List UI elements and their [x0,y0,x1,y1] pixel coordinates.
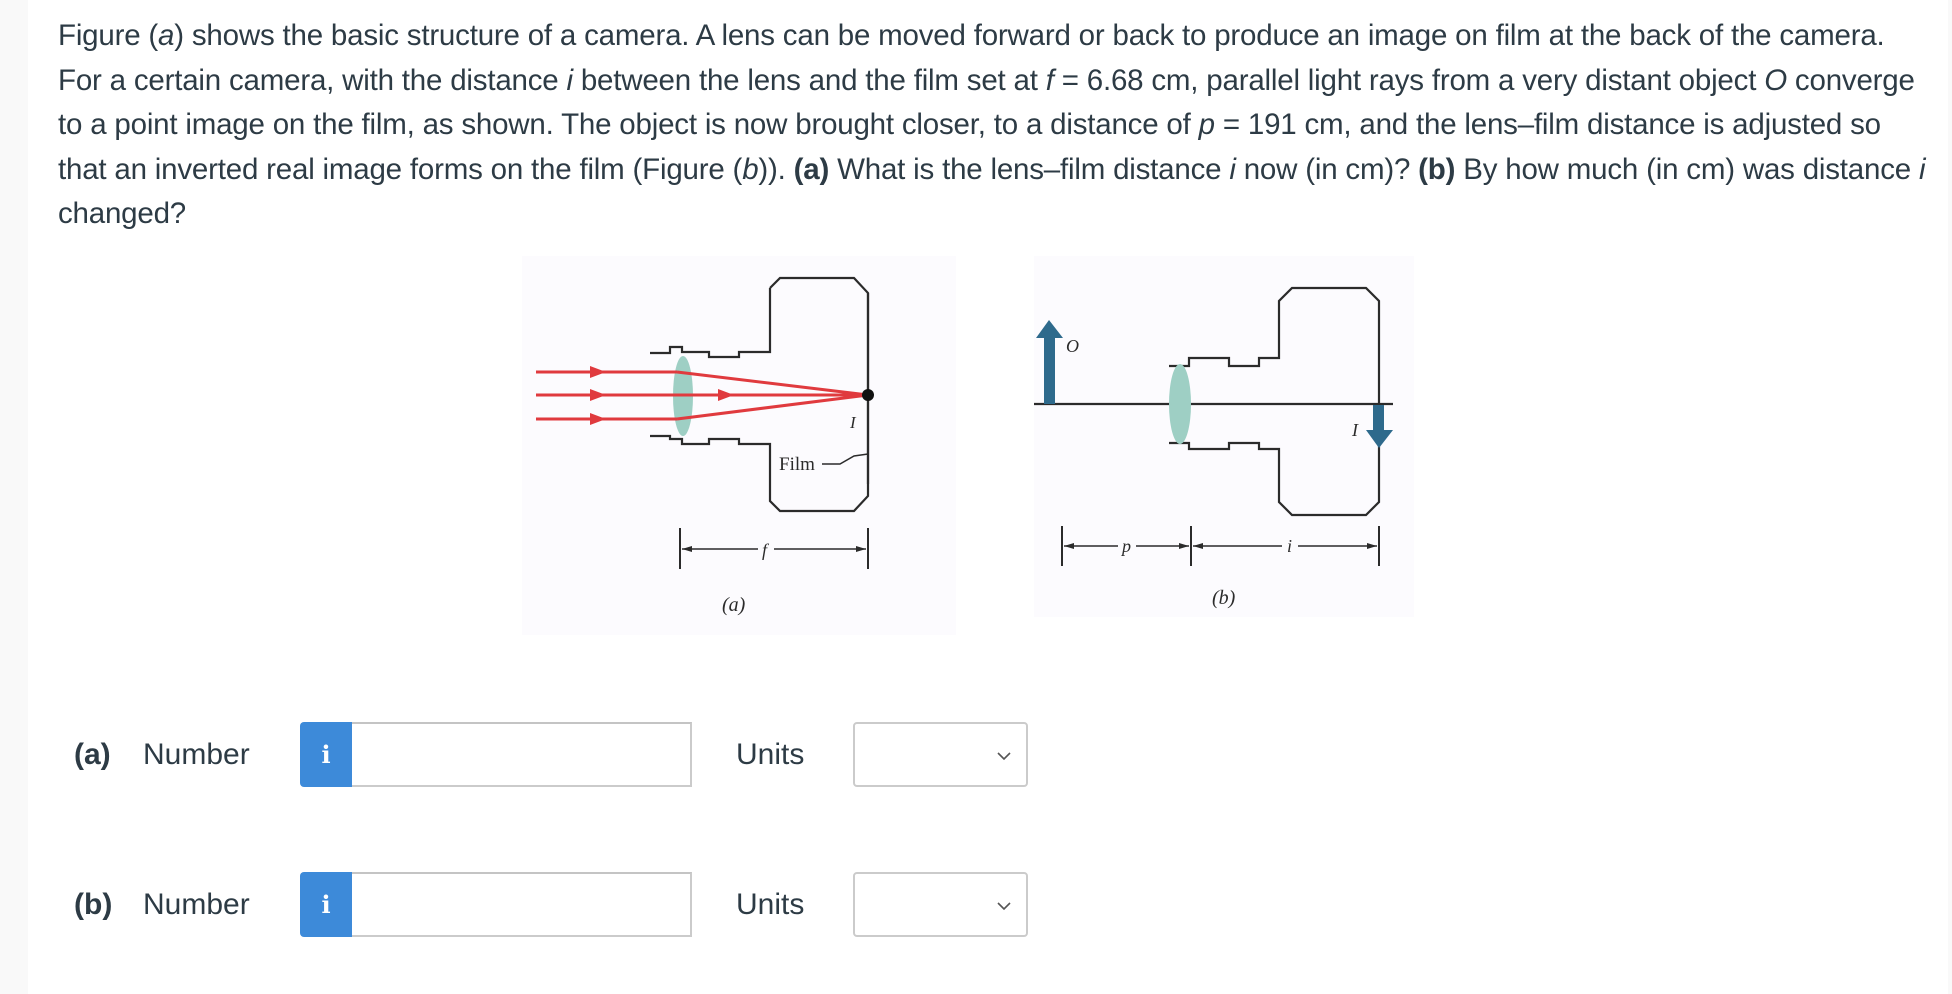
question-segment: (a) [793,152,830,186]
question-segment: i [1918,152,1926,186]
svg-text:O: O [1066,336,1079,356]
svg-text:f: f [762,540,770,560]
lens-icon [1169,364,1191,444]
question-segment: i [1229,152,1236,186]
info-button[interactable]: i [300,872,352,937]
svg-text:I: I [849,413,857,432]
question-segment: Figure ( [58,19,159,52]
question-segment: = 6.68 cm, parallel light rays from a ve… [1053,63,1765,97]
svg-text:p: p [1120,536,1131,556]
chevron-down-icon [997,752,1011,761]
units-label: Units [736,738,805,771]
question-segment: b [742,152,759,186]
figure-a: I Film f (a) [522,256,956,635]
question-segment: now (in cm)? [1235,152,1419,186]
figure-b: O I p i (b) [1034,256,1414,617]
info-button[interactable]: i [300,722,352,787]
units-select-b[interactable] [853,872,1028,937]
info-icon: i [321,740,331,769]
units-label: Units [736,888,805,921]
object-arrow-icon [1044,334,1055,404]
info-icon: i [321,890,331,919]
svg-text:(a): (a) [722,594,746,616]
svg-text:Film: Film [779,454,815,475]
question-segment: p [1198,108,1215,141]
question-segment: What is the lens–film distance [829,152,1230,186]
question-segment: O [1764,63,1787,97]
question-segment: converge to a point image on the film, a… [58,63,1915,142]
question-segment: a [158,19,175,52]
number-label: Number [143,738,250,771]
number-input-a[interactable] [352,722,692,787]
image-arrow-icon [1373,405,1384,433]
number-input-b[interactable] [352,872,692,937]
svg-text:I: I [1351,420,1359,440]
question-segment: between the lens and the film set at [572,63,1046,97]
units-select-a[interactable] [853,722,1028,787]
question-panel [28,0,1948,994]
question-segment: f [1045,63,1054,97]
svg-text:(b): (b) [1212,587,1236,609]
question-segment: By how much (in cm) was distance [1455,152,1919,186]
question-segment: )). [758,152,794,186]
question-text: Figure (a) shows the basic structure of … [58,14,1928,237]
question-segment: ) shows the basic structure of a camera.… [58,19,1885,97]
question-segment: changed? [58,197,186,230]
part-label: (b) [74,888,113,921]
chevron-down-icon [997,902,1011,911]
number-label: Number [143,888,250,921]
svg-text:i: i [1287,536,1292,556]
camera-diagram-b: O I p i (b) [1034,286,1393,609]
question-segment: (b) [1418,152,1456,186]
question-segment: i [566,63,573,97]
part-label: (a) [74,738,111,771]
camera-diagram-a: I Film f (a) [536,276,874,616]
question-segment: = 191 cm, and the lens–film distance is … [58,108,1881,186]
image-point-icon [862,389,874,401]
